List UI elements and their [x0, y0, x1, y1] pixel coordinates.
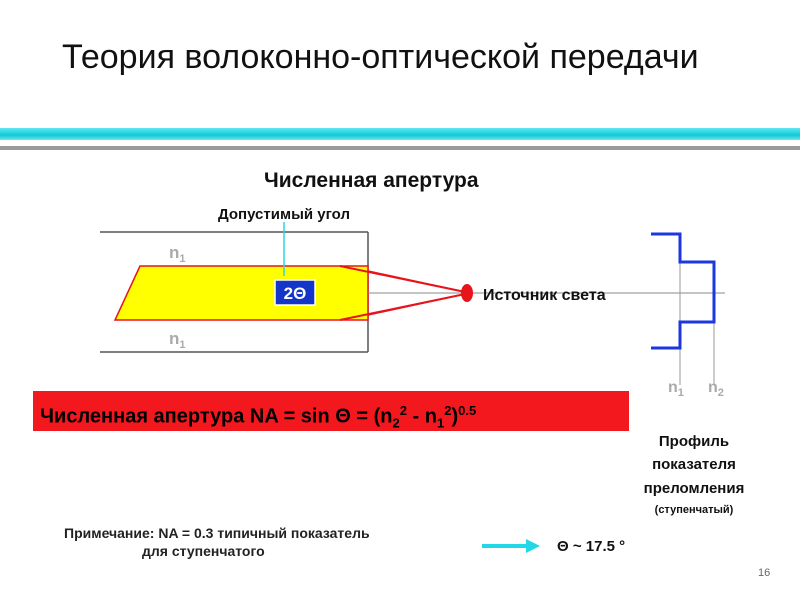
- light-source-icon: [461, 284, 473, 302]
- cladding-bottom-label: n1: [169, 329, 186, 351]
- profile-n1-label: n1: [668, 379, 684, 399]
- index-profile: n1 n2 Профиль показателя преломления (ст…: [644, 232, 745, 516]
- profile-caption-line1: Профиль: [659, 433, 729, 450]
- note-line1: Примечание: NA = 0.3 типичный показатель: [64, 525, 370, 541]
- theta-result: Θ ~ 17.5 °: [557, 538, 625, 555]
- acceptance-angle-label: Допустимый угол: [218, 206, 350, 223]
- note-text: Примечание: NA = 0.3 типичный показатель…: [64, 524, 370, 560]
- profile-n2-label: n2: [708, 379, 724, 399]
- section-heading: Численная апертура: [264, 169, 479, 192]
- arrow-right-icon: [526, 539, 540, 553]
- profile-caption-line3: преломления: [644, 480, 745, 497]
- ray-inner-upper: [367, 270, 471, 294]
- slide-number: 16: [758, 567, 771, 579]
- result-arrow: [482, 539, 540, 553]
- note-line2: для ступенчатого: [142, 543, 265, 559]
- step-index-profile-line: [651, 232, 716, 350]
- slide-title: Теория волоконно-оптической передачи: [62, 38, 699, 76]
- fiber-core: [113, 265, 369, 321]
- angle-badge: [274, 279, 316, 306]
- light-source-label: Источник света: [483, 287, 606, 304]
- cladding-top-label: n1: [169, 243, 186, 265]
- profile-caption-line2: показателя: [652, 456, 736, 473]
- title-rule-gray: [0, 146, 800, 150]
- profile-caption-sub: (ступенчатый): [655, 504, 734, 516]
- ray-inner-lower: [367, 292, 471, 316]
- fiber-cable: 2Θ n1 n1: [100, 222, 725, 353]
- angle-badge-label: 2Θ: [284, 284, 307, 303]
- numerical-aperture-formula: Численная апертура NA = sin Θ = (n22 - n…: [33, 391, 629, 431]
- title-rule-cyan: [0, 128, 800, 140]
